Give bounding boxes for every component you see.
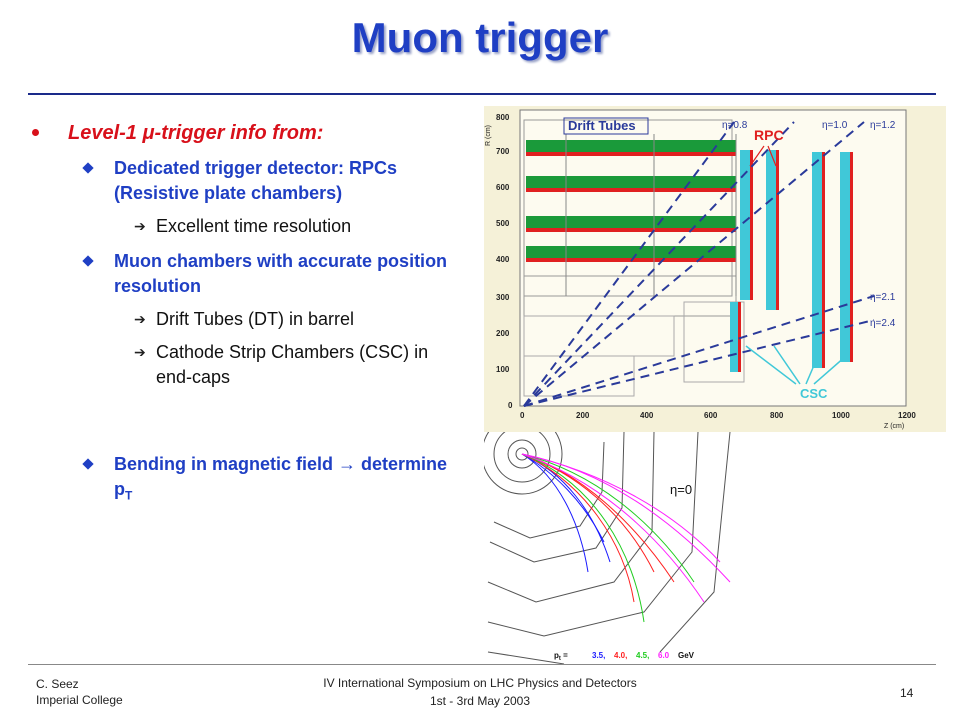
r-tick-400: 400 [496,255,510,264]
drift-tubes-text: Drift Tubes (DT) in barrel [156,309,355,329]
r-axis-label: R (cm) [485,125,492,146]
level1-suffix: -trigger info from: [154,122,324,144]
pt-subscript: T [125,488,133,503]
muon-system-diagram: Drift Tubes RPC CSC η=0.8 η=1.0 η=1.2 η=… [484,106,946,432]
bullet-muon-chambers: Muon chambers with accurate position res… [30,249,460,299]
bullet-bending: Bending in magnetic field → determine pT [30,452,460,509]
footer-author: C. Seez [36,677,79,691]
dedicated-detector-text: Dedicated trigger detector: RPCs (Resist… [114,158,398,203]
track-bending-diagram: η=0 pt = 3.5, 4.0, 4.5, 6.0 GeV [484,432,754,664]
r-tick-700: 700 [496,147,510,156]
eta-lines [523,121,875,407]
drift-tube-chambers [526,134,737,296]
pt-unit: GeV [678,651,695,660]
time-resolution-text: Excellent time resolution [156,216,352,236]
eta-2.1-label: η=2.1 [870,292,896,303]
footer-author-block: C. Seez Imperial College [36,676,123,708]
detector-rings [484,432,731,664]
eta-zero-label: η=0 [670,482,692,497]
eta-1.2-label: η=1.2 [870,120,896,131]
r-tick-500: 500 [496,219,510,228]
pt-value-4.5: 4.5, [636,651,649,660]
bullet-level1-trigger: Level-1 μ-trigger info from: [30,120,460,146]
pt-value-4.0: 4.0, [614,651,627,660]
bullet-dedicated-detector: Dedicated trigger detector: RPCs (Resist… [30,156,460,206]
csc-callout-lines [745,345,847,385]
muon-chambers-text: Muon chambers with accurate position res… [114,251,448,296]
z-tick-1000: 1000 [832,411,850,420]
z-tick-1200: 1200 [898,411,916,420]
r-tick-300: 300 [496,293,510,302]
z-tick-0: 0 [520,411,525,420]
round-bullet-icon [32,129,39,136]
footer-event-block: IV International Symposium on LHC Physic… [280,674,680,710]
z-tick-400: 400 [640,411,654,420]
bullet-csc: ➔ Cathode Strip Chambers (CSC) in end-ca… [30,340,460,390]
endcap-chambers [730,150,853,372]
diamond-bullet-icon [82,255,94,267]
footer-event: IV International Symposium on LHC Physic… [323,676,637,690]
r-tick-200: 200 [496,329,510,338]
r-tick-800: 800 [496,113,510,122]
footer-institution: Imperial College [36,693,123,707]
title-divider [28,93,936,95]
eta-1.0-label: η=1.0 [822,120,848,131]
drift-tubes-label: Drift Tubes [568,118,636,133]
page-number: 14 [900,686,914,700]
arrow-bullet-icon: ➔ [134,344,146,360]
bullet-time-resolution: ➔ Excellent time resolution [30,214,460,239]
z-tick-600: 600 [704,411,718,420]
z-tick-200: 200 [576,411,590,420]
mu-symbol: μ [142,122,155,144]
rpc-label: RPC [754,127,784,143]
csc-text: Cathode Strip Chambers (CSC) in end-caps [156,342,429,387]
eta-0.8-label: η=0.8 [722,120,748,131]
z-tick-800: 800 [770,411,784,420]
right-arrow-icon: → [338,454,357,474]
pt-value-6.0: 6.0 [658,651,670,660]
footer-divider [28,664,936,665]
arrow-bullet-icon: ➔ [134,218,146,234]
bullet-list: Level-1 μ-trigger info from: Dedicated t… [30,120,460,509]
diamond-bullet-icon [82,458,94,470]
footer-dates: 1st - 3rd May 2003 [429,694,531,708]
pt-legend: pt = 3.5, 4.0, 4.5, 6.0 GeV [554,651,695,662]
r-tick-600: 600 [496,183,510,192]
level1-prefix: Level-1 [68,122,143,144]
r-tick-100: 100 [496,365,510,374]
rpc-callout-lines [749,145,777,167]
csc-label: CSC [800,386,828,401]
bullet-drift-tubes: ➔ Drift Tubes (DT) in barrel [30,307,460,332]
arrow-bullet-icon: ➔ [134,311,146,327]
r-tick-0: 0 [508,401,513,410]
pt-legend-label: pt = [554,651,568,662]
eta-2.4-label: η=2.4 [870,318,896,329]
slide-title: Muon trigger [351,14,609,61]
bending-prefix: Bending in magnetic field [114,454,339,474]
muon-tracks [521,453,731,623]
diamond-bullet-icon [82,162,94,174]
bending-suffix: determine p [114,454,448,499]
z-axis-label: Z (cm) [884,423,904,430]
pt-value-3.5: 3.5, [592,651,605,660]
